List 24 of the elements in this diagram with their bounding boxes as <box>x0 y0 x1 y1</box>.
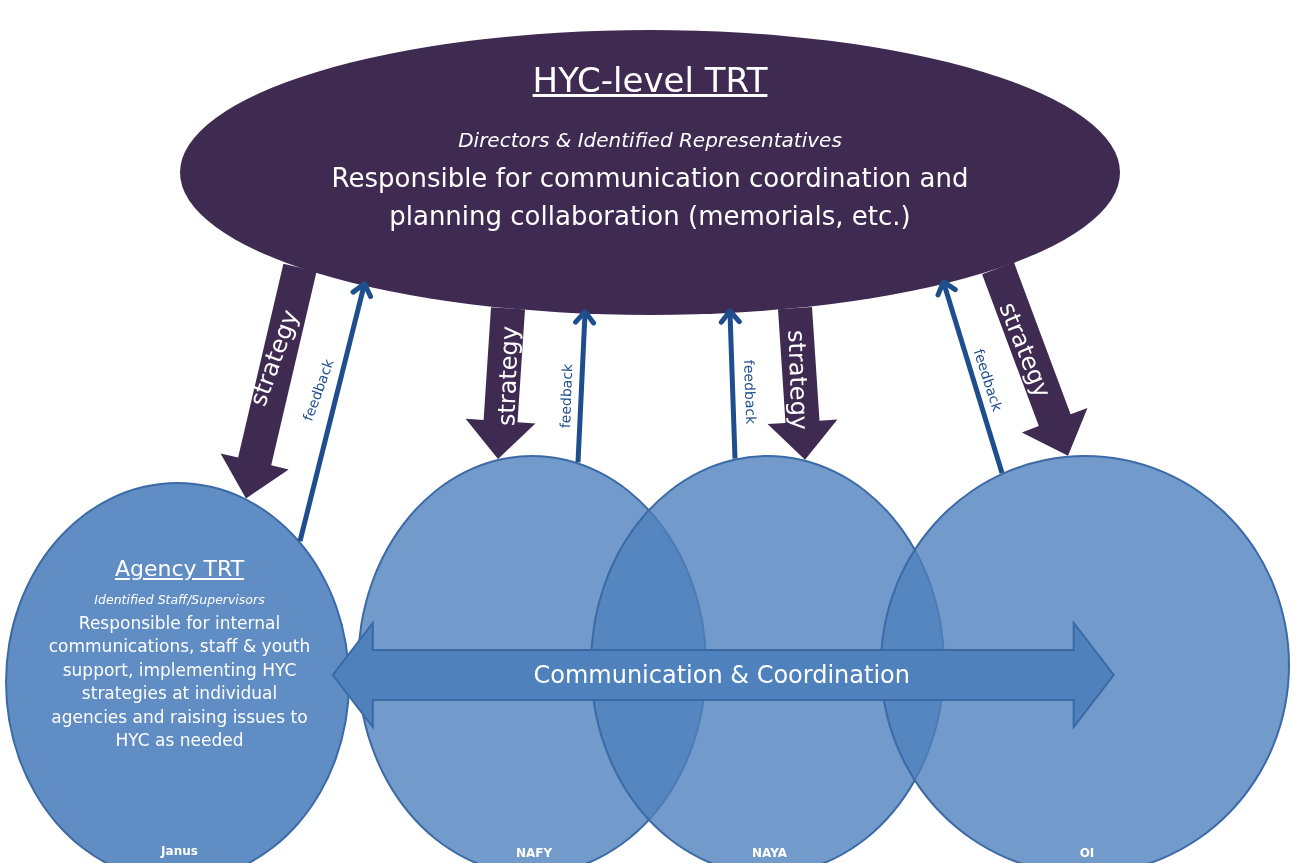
arrow <box>935 279 1005 474</box>
edge-label: feedback <box>742 359 759 425</box>
edge-label: feedback <box>558 363 575 429</box>
block-arrow <box>220 263 317 499</box>
edge-label: strategy <box>494 325 522 427</box>
agency-label: Janus <box>159 844 199 858</box>
description: Responsible for communication coordination and planning collaboration (memorials, etc.) <box>330 162 970 233</box>
subheading: Identified Staff/Supervisors <box>93 592 266 607</box>
arrow <box>573 309 597 463</box>
block-arrow <box>982 262 1088 456</box>
agency-label: OI <box>1078 846 1096 860</box>
arrow <box>297 281 374 542</box>
block-arrow <box>465 307 536 459</box>
agency-label: NAYA <box>751 846 788 860</box>
subheading: Directors & Identified Representatives <box>457 128 843 152</box>
edge-label: Communication & Coordination <box>533 663 910 687</box>
block-arrow <box>767 306 838 460</box>
heading: HYC-level TRT <box>531 60 769 100</box>
arrow <box>718 308 742 459</box>
block-arrow <box>331 620 1115 730</box>
agency-label: NAFY <box>514 846 554 860</box>
description: Responsible for internal communications, staff & youth support, implementing HYC strategies at individual agencies and raising issues to HYC as needed <box>47 612 312 753</box>
edge-label: strategy <box>784 329 812 431</box>
heading: Agency TRT <box>113 556 246 581</box>
